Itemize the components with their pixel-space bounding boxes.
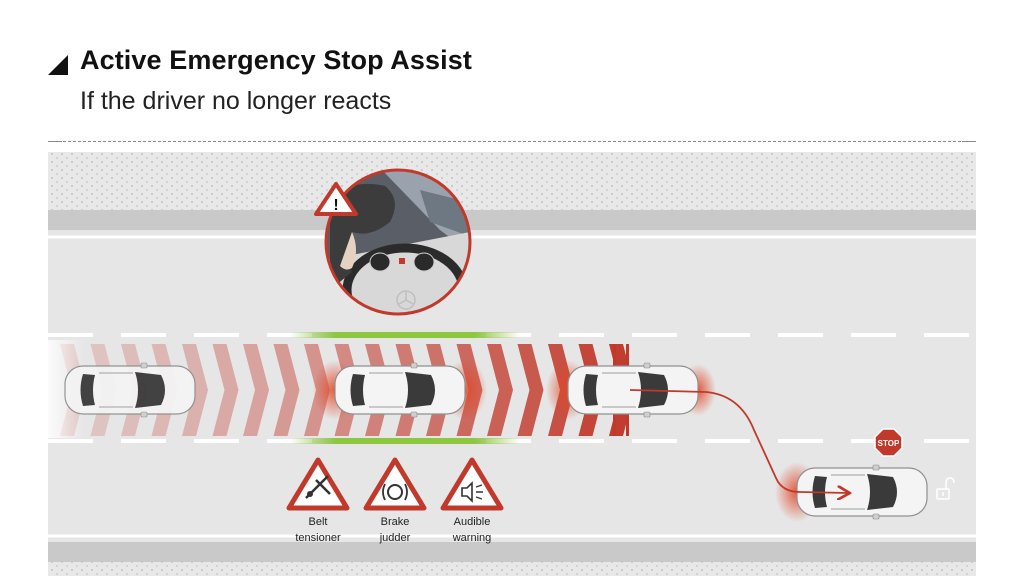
warning-label: Audible warning (427, 514, 517, 546)
chevron (273, 344, 300, 436)
alert-symbol: ! (333, 197, 338, 214)
triangle-marker-icon (48, 55, 68, 75)
warning-label-line2: judder (379, 532, 411, 544)
chevron (243, 344, 269, 436)
lane-strip-top (290, 332, 520, 338)
trajectory-arrow (629, 389, 848, 493)
chevron (517, 344, 544, 436)
vehicles (64, 362, 928, 520)
barrier-top (48, 210, 976, 230)
warning-label-line1: Belt (308, 516, 328, 528)
chevron (487, 344, 513, 436)
warning-label-line2: warning (452, 532, 492, 544)
car (64, 362, 196, 418)
stop-sign-icon: STOP (874, 428, 903, 457)
warning-label-line1: Brake (380, 516, 410, 528)
car (334, 362, 466, 418)
brake-disc-icon (363, 457, 427, 511)
page-subtitle: If the driver no longer reacts (80, 87, 392, 115)
seatbelt-icon (286, 457, 350, 511)
warning-label-line2: tensioner (295, 532, 341, 544)
exclamation-warning-icon: ! (314, 182, 358, 216)
car (796, 464, 928, 520)
lane-strip-bottom (290, 438, 520, 444)
warning-label: Brake judder (350, 514, 440, 546)
header-divider (48, 141, 976, 142)
stop-sign-text: STOP (878, 439, 900, 448)
speaker-icon (440, 457, 504, 511)
warning-label-line1: Audible (453, 516, 491, 528)
warning-label: Belt tensioner (273, 514, 363, 546)
unlocked-padlock-icon (936, 477, 955, 500)
barrier-bottom (48, 542, 976, 562)
page-title: Active Emergency Stop Assist (80, 45, 472, 75)
